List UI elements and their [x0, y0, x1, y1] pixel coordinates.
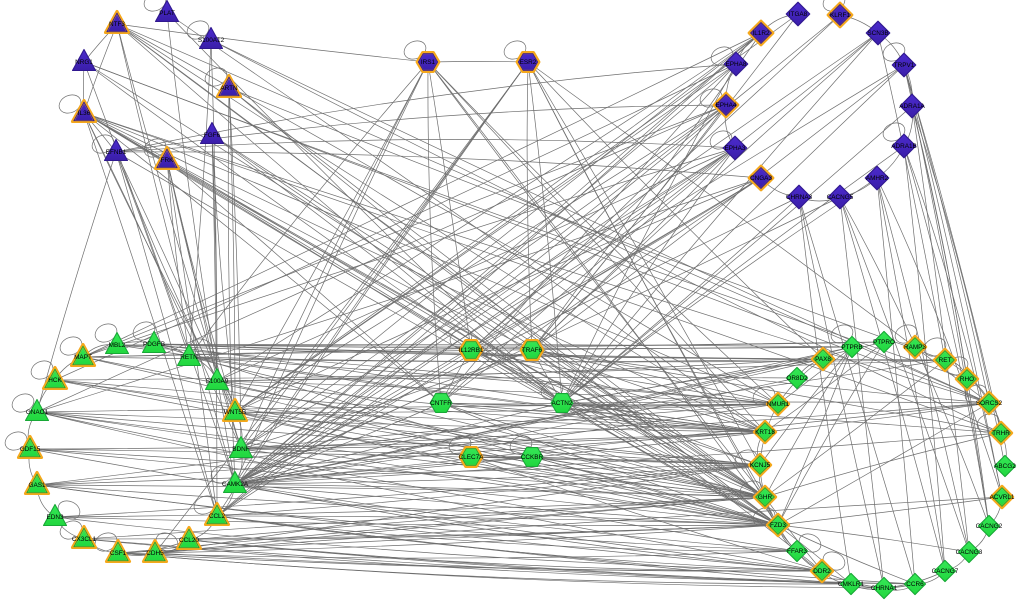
svg-text:CHRNA1: CHRNA1: [871, 585, 898, 592]
svg-text:IL1R2: IL1R2: [752, 30, 769, 37]
svg-text:NMUR1: NMUR1: [767, 401, 790, 408]
svg-text:KLRF1: KLRF1: [830, 12, 850, 19]
svg-text:AMHR2: AMHR2: [866, 175, 889, 182]
svg-text:CHRNA3: CHRNA3: [786, 194, 813, 201]
svg-text:CCKBR: CCKBR: [521, 454, 544, 461]
svg-text:TRPV1: TRPV1: [894, 62, 915, 69]
svg-text:HCK: HCK: [48, 377, 62, 384]
svg-text:GNAO1: GNAO1: [26, 409, 49, 416]
svg-text:SCN3B: SCN3B: [867, 30, 888, 37]
svg-text:FZD3: FZD3: [770, 522, 786, 529]
svg-text:IRS1: IRS1: [421, 59, 436, 66]
svg-text:GHR: GHR: [758, 494, 773, 501]
svg-text:ACTN2: ACTN2: [552, 400, 573, 407]
svg-text:FRK: FRK: [161, 157, 175, 164]
svg-text:KRT18: KRT18: [755, 429, 775, 436]
svg-text:CCL20: CCL20: [179, 537, 199, 544]
svg-text:NRG1: NRG1: [75, 59, 93, 66]
svg-text:MAPT: MAPT: [74, 354, 92, 361]
svg-text:CNGA3: CNGA3: [750, 175, 772, 182]
svg-text:FFAR3: FFAR3: [787, 548, 807, 555]
svg-text:CACNG2: CACNG2: [976, 523, 1003, 530]
svg-text:IL12RB1: IL12RB1: [459, 347, 484, 354]
svg-text:PTPRB: PTPRB: [841, 344, 862, 351]
svg-text:WNT5B: WNT5B: [224, 409, 246, 416]
svg-text:TRHR: TRHR: [992, 430, 1010, 437]
svg-text:GDF15: GDF15: [20, 446, 41, 453]
svg-text:CNTFR: CNTFR: [430, 400, 452, 407]
svg-text:BDNF: BDNF: [232, 446, 249, 453]
svg-text:OR8D2: OR8D2: [786, 375, 808, 382]
svg-text:RETN: RETN: [180, 354, 198, 361]
svg-text:S100A9: S100A9: [206, 378, 229, 385]
svg-text:ARTN: ARTN: [220, 85, 238, 92]
svg-text:SORCS2: SORCS2: [976, 400, 1003, 407]
svg-text:CCL2: CCL2: [209, 513, 226, 520]
svg-text:PAX8: PAX8: [815, 356, 831, 363]
svg-text:CX3CL1: CX3CL1: [72, 536, 97, 543]
svg-text:TRAF6: TRAF6: [522, 347, 543, 354]
svg-text:ADRA1A: ADRA1A: [899, 103, 925, 110]
svg-text:PDGFB: PDGFB: [143, 341, 165, 348]
svg-text:EPHA8: EPHA8: [726, 61, 747, 68]
svg-text:ABCG2: ABCG2: [994, 463, 1016, 470]
svg-text:S100A12: S100A12: [198, 37, 225, 44]
svg-text:EDN3: EDN3: [46, 514, 63, 521]
svg-text:FGF6: FGF6: [204, 132, 221, 139]
svg-text:RHO: RHO: [960, 376, 974, 383]
svg-text:CSF1: CSF1: [110, 550, 127, 557]
svg-text:KCNJ5: KCNJ5: [750, 462, 771, 469]
svg-text:ACVRL1: ACVRL1: [990, 494, 1015, 501]
svg-text:PLAT: PLAT: [159, 10, 175, 17]
svg-text:EFNB1: EFNB1: [106, 149, 127, 156]
svg-text:EPHA4: EPHA4: [716, 102, 737, 109]
svg-text:GAS1: GAS1: [28, 482, 45, 489]
svg-text:ITGA8: ITGA8: [789, 11, 808, 18]
svg-text:CAMK2A: CAMK2A: [222, 481, 249, 488]
svg-text:PTPRO: PTPRO: [873, 339, 895, 346]
svg-text:MBL2: MBL2: [109, 342, 126, 349]
svg-text:RET: RET: [939, 357, 952, 364]
svg-text:RAMP3: RAMP3: [904, 344, 926, 351]
svg-text:CACNG3: CACNG3: [956, 549, 983, 556]
svg-text:DDR2: DDR2: [813, 568, 831, 575]
svg-text:EPHA3: EPHA3: [725, 145, 746, 152]
svg-text:ADRA1B: ADRA1B: [891, 143, 917, 150]
svg-text:CLEC7A: CLEC7A: [459, 454, 485, 461]
svg-text:CACNG5: CACNG5: [827, 194, 854, 201]
svg-text:CCR6: CCR6: [906, 581, 924, 588]
svg-text:CDH5: CDH5: [146, 550, 164, 557]
svg-text:CMKLR1: CMKLR1: [838, 581, 864, 588]
svg-text:NTF3: NTF3: [109, 21, 125, 28]
svg-text:ESR2: ESR2: [520, 59, 537, 66]
svg-text:CACNG7: CACNG7: [932, 568, 959, 575]
svg-text:IL36: IL36: [78, 110, 91, 117]
